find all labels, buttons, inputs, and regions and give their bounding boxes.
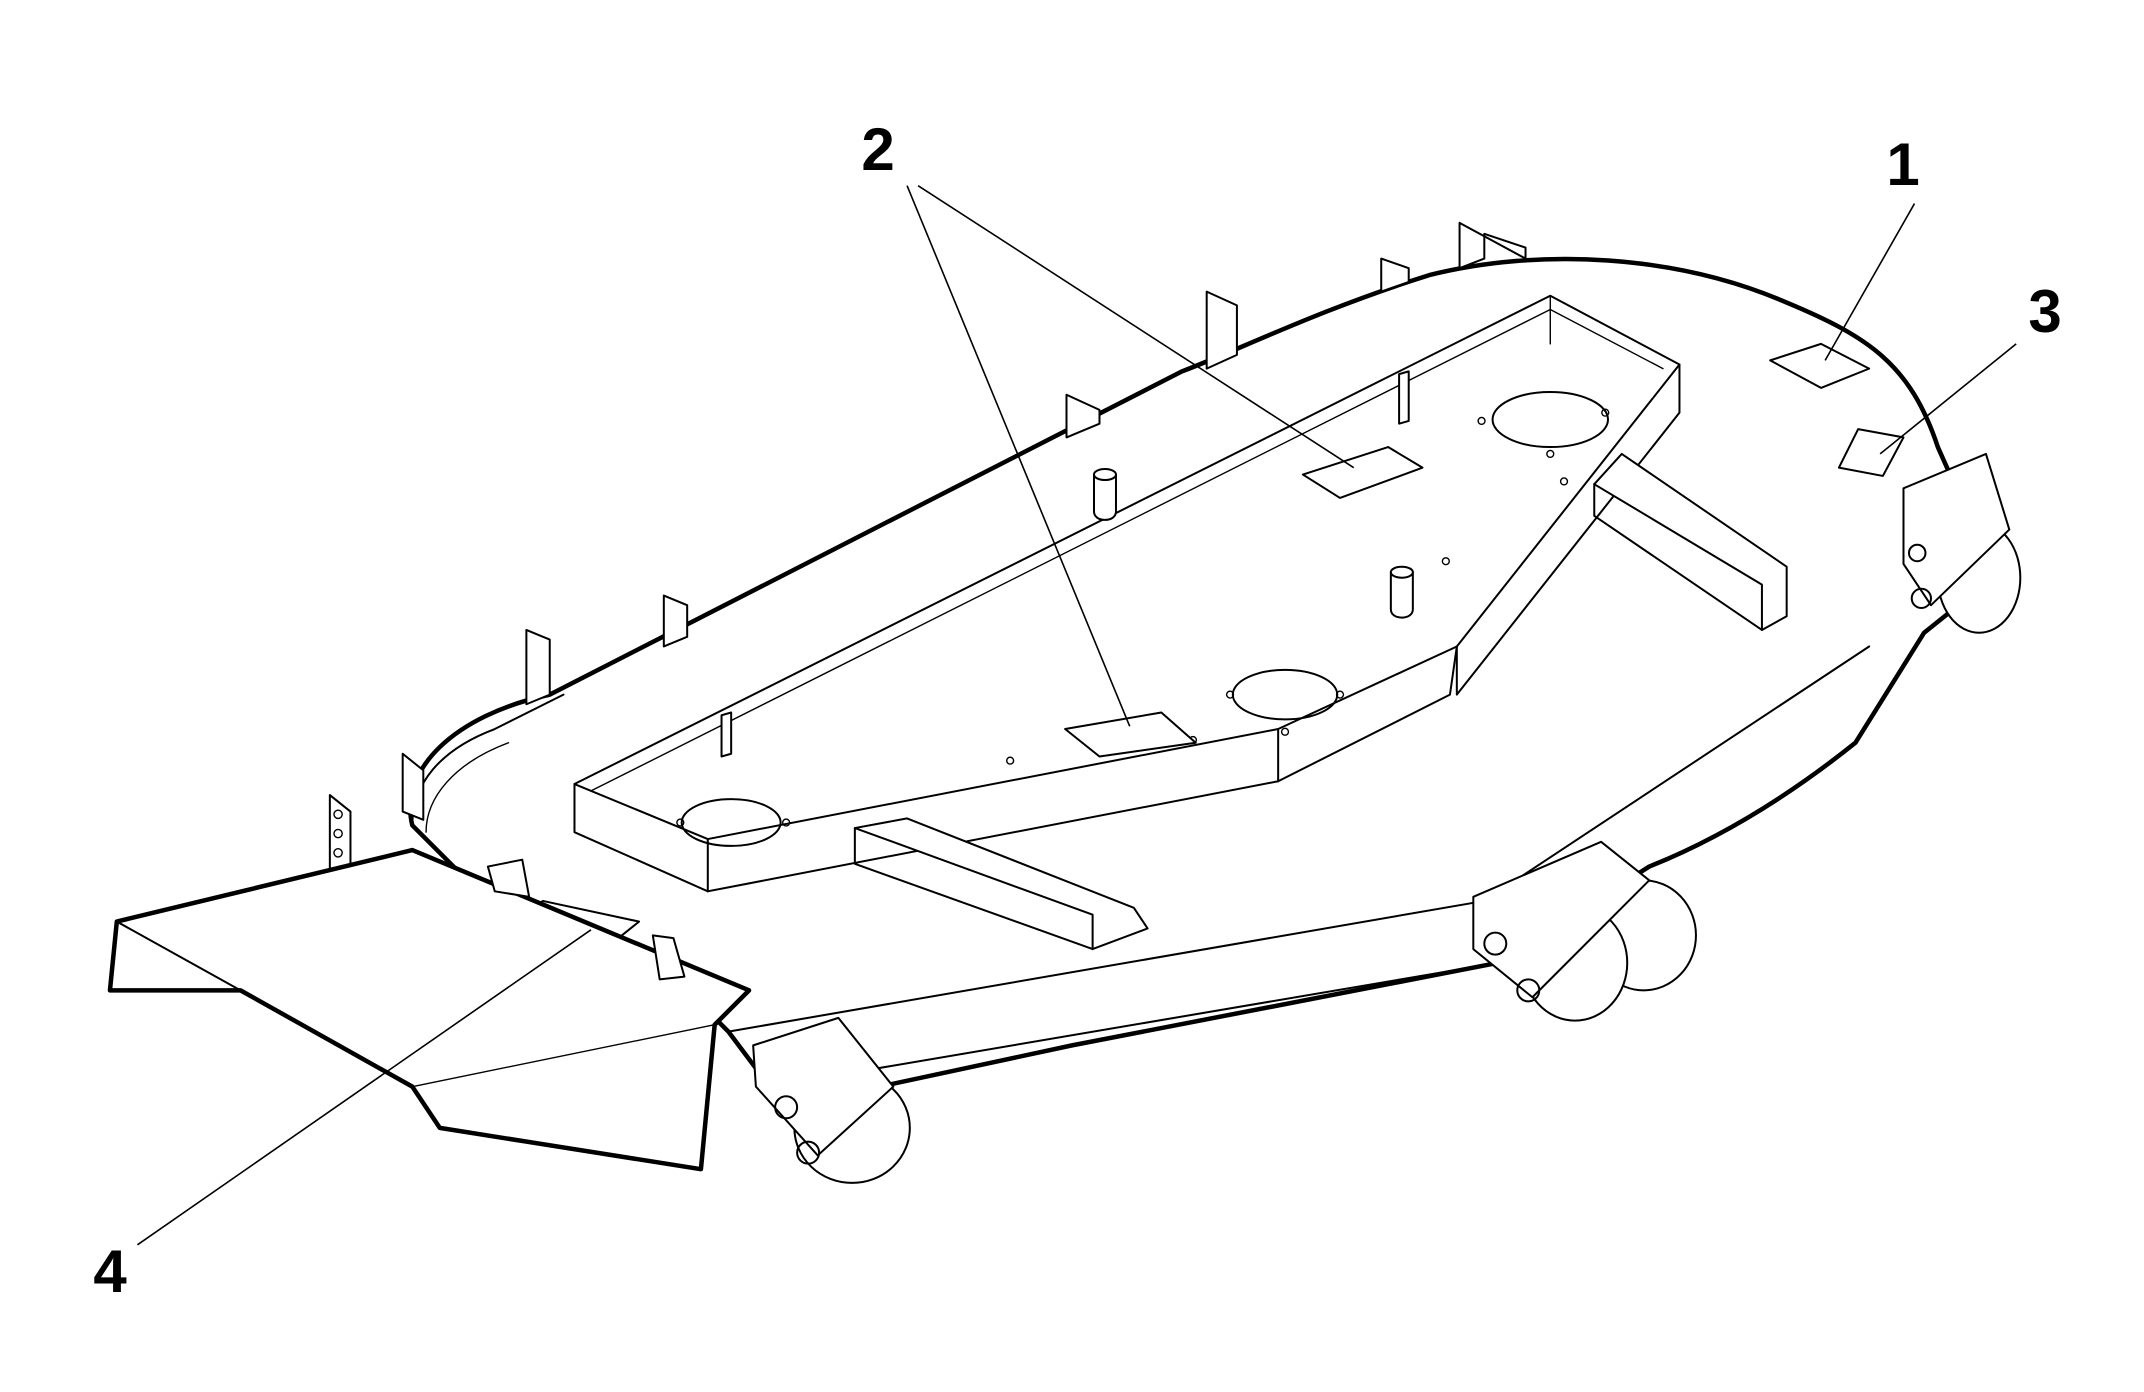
callout-1: 1 bbox=[1886, 131, 1920, 198]
decal-3 bbox=[1839, 429, 1904, 476]
decal-1 bbox=[1770, 344, 1869, 388]
pulley-shafts bbox=[1094, 469, 1413, 618]
decal-2a bbox=[1303, 447, 1423, 498]
callout-3: 3 bbox=[2028, 278, 2062, 345]
caster-wheel-front-left bbox=[753, 1018, 910, 1183]
spindle-housing bbox=[574, 296, 1679, 892]
rear-guard-plates bbox=[330, 223, 1526, 874]
decal-2b bbox=[1065, 713, 1196, 757]
callout-2: 2 bbox=[861, 116, 895, 183]
leader-2a bbox=[918, 186, 1354, 468]
callout-4: 4 bbox=[93, 1238, 127, 1305]
caster-wheel-right bbox=[1903, 454, 2020, 633]
leader-4 bbox=[137, 930, 591, 1245]
leader-lines bbox=[137, 186, 2016, 1245]
deck-braces bbox=[855, 454, 1787, 949]
leader-1 bbox=[1825, 204, 1914, 361]
leader-2b bbox=[907, 186, 1130, 727]
discharge-chute bbox=[110, 850, 749, 1169]
leader-3 bbox=[1880, 344, 2016, 454]
caster-wheel-front-center bbox=[1473, 842, 1696, 1021]
